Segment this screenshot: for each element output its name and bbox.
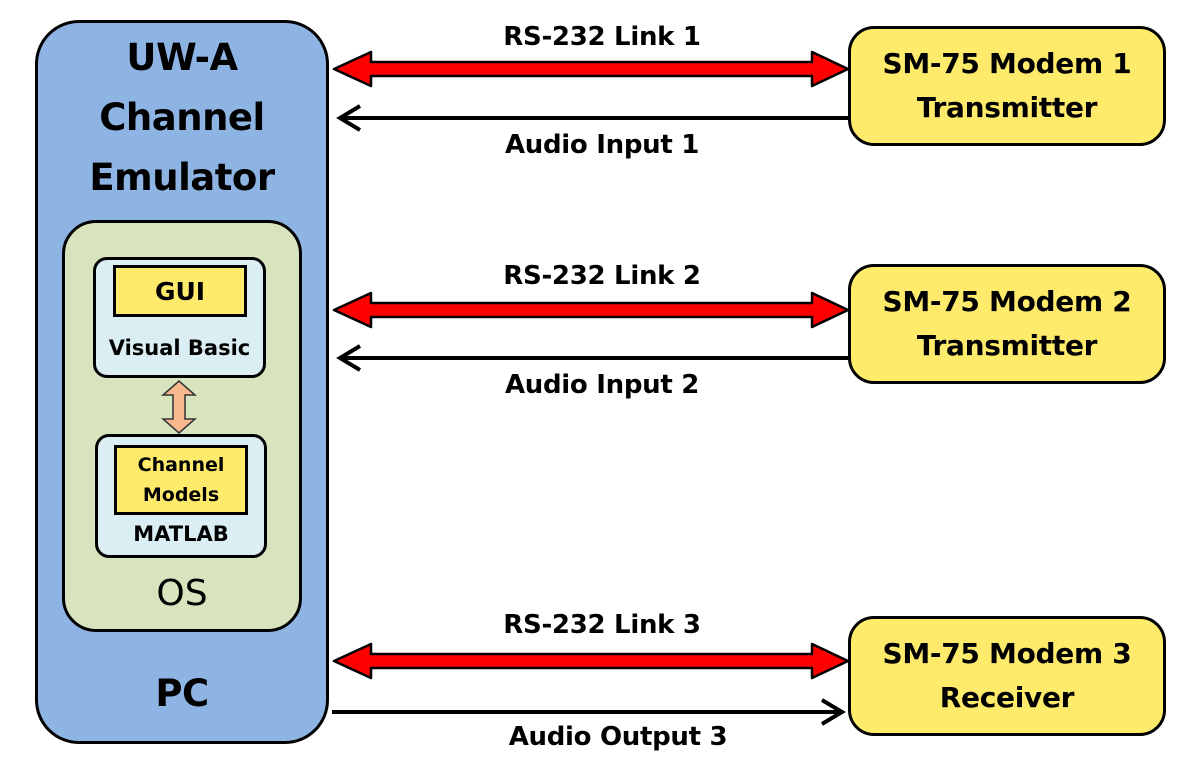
pc-title-line-2: Channel xyxy=(99,96,265,139)
modem-3-name: SM-75 Modem 3 xyxy=(882,637,1132,670)
audio-link-2-arrow xyxy=(336,344,848,372)
modem-1-name: SM-75 Modem 1 xyxy=(882,47,1132,80)
serial-link-3-arrow xyxy=(332,642,850,680)
audio-link-1-label: Audio Input 1 xyxy=(504,130,700,160)
pc-title-line-1: UW-A xyxy=(126,36,238,79)
serial-link-3-label: RS-232 Link 3 xyxy=(503,610,701,640)
channel-models-label-line-1: Channel xyxy=(137,454,225,476)
serial-link-2-label: RS-232 Link 2 xyxy=(503,261,701,291)
audio-link-3-label: Audio Output 3 xyxy=(508,722,728,752)
modem-2-block: SM-75 Modem 2 Transmitter xyxy=(848,264,1166,384)
modem-3-role: Receiver xyxy=(939,681,1075,714)
audio-link-2-label: Audio Input 2 xyxy=(504,370,700,400)
modem-1-role: Transmitter xyxy=(916,91,1098,124)
modem-2-role: Transmitter xyxy=(916,329,1098,362)
serial-link-1-label: RS-232 Link 1 xyxy=(503,22,701,52)
modem-2-name: SM-75 Modem 2 xyxy=(882,285,1132,318)
pc-title-line-3: Emulator xyxy=(89,156,275,199)
gui-platform-label: Visual Basic xyxy=(108,336,251,360)
channel-models-label: Channel Models xyxy=(114,445,248,515)
modem-1-block: SM-75 Modem 1 Transmitter xyxy=(848,26,1166,146)
matlab-platform-label: MATLAB xyxy=(133,522,229,546)
gui-label: GUI xyxy=(113,265,247,317)
channel-models-label-line-2: Models xyxy=(142,484,220,506)
audio-link-3-arrow xyxy=(332,698,846,726)
serial-link-2-arrow xyxy=(332,291,850,329)
modem-3-block: SM-75 Modem 3 Receiver xyxy=(848,616,1166,736)
audio-link-1-arrow xyxy=(336,104,848,132)
os-label: OS xyxy=(156,573,208,614)
pc-footer-label: PC xyxy=(155,672,209,715)
serial-link-1-arrow xyxy=(332,50,850,88)
internal-double-arrow xyxy=(161,380,197,434)
